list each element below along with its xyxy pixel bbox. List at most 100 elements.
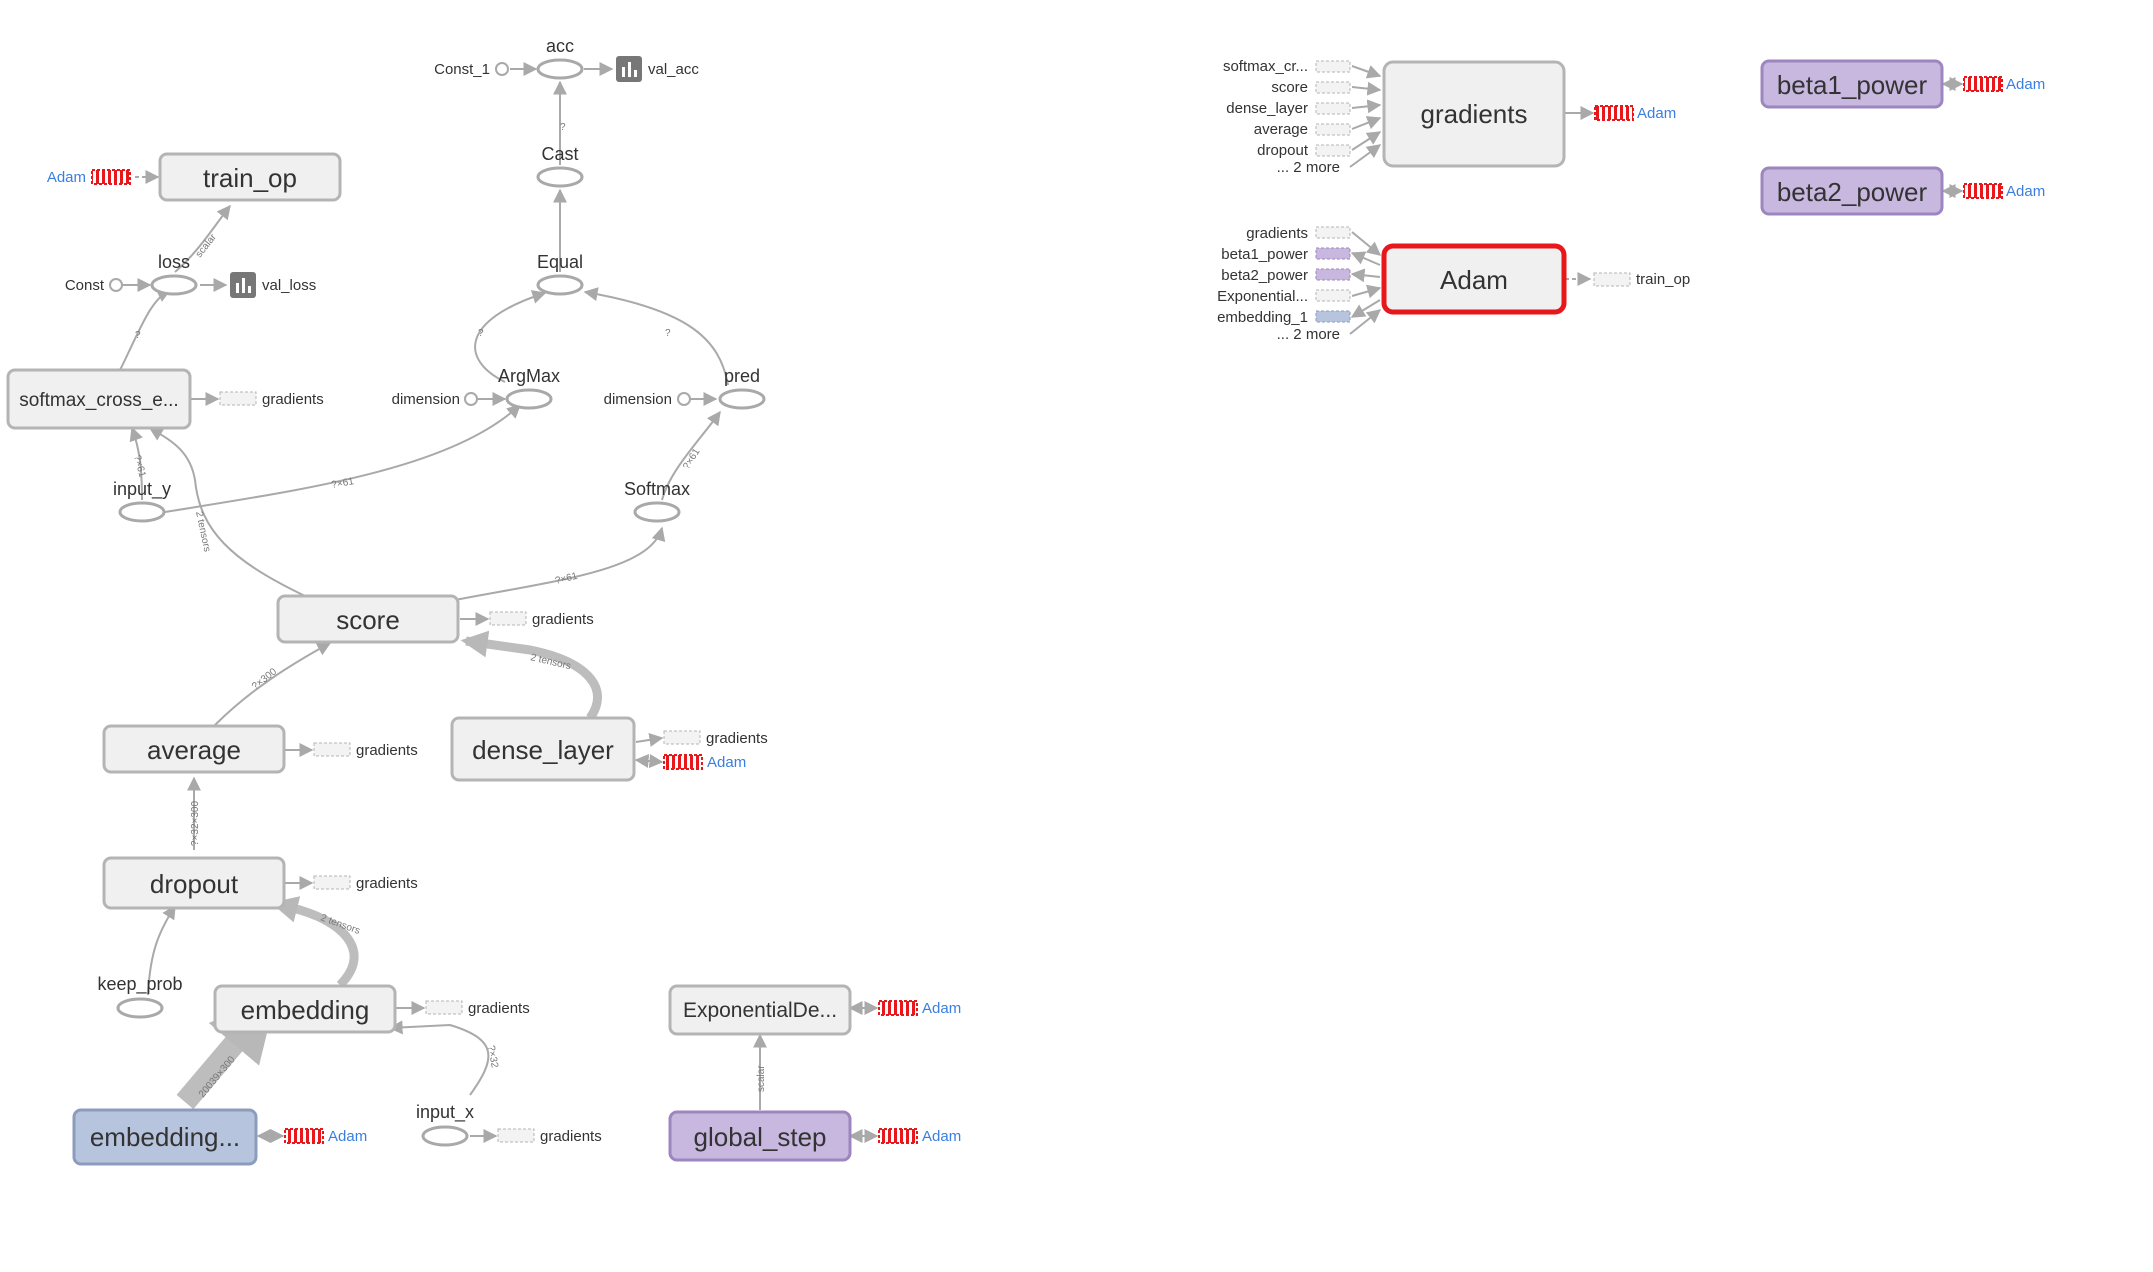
node-score[interactable]: score [276, 594, 460, 644]
adam-input-0[interactable]: gradients [1246, 225, 1308, 242]
edge-label-19x61: ?×61 [131, 454, 148, 479]
op-const-shape[interactable] [109, 278, 123, 292]
node-exponential-decay[interactable]: ExponentialDe... [668, 984, 852, 1036]
adam-input-3[interactable]: Exponential... [1217, 288, 1308, 305]
edge-label-scalar-global: scalar [756, 1065, 767, 1092]
edge-softmax-to-pred [661, 410, 721, 501]
node-score-label: score [336, 605, 400, 635]
node-global-step-label: global_step [694, 1122, 827, 1152]
node-beta2-label: beta2_power [1777, 177, 1928, 207]
aux-adam-dense[interactable]: Adam [707, 754, 746, 771]
aux-adam-trainop[interactable]: Adam [47, 169, 86, 186]
node-beta2-power[interactable]: beta2_power [1760, 166, 1944, 216]
op-const-1-shape[interactable] [495, 62, 509, 76]
edge-label-7x61-score: ?×61 [554, 571, 579, 587]
aux-adam-beta2[interactable]: Adam [2006, 183, 2045, 200]
edge-label-7x300: ?×300 [250, 666, 279, 692]
aux-adam-gradients[interactable]: Adam [1637, 105, 1676, 122]
op-loss-label: loss [158, 252, 190, 272]
edge-embedding-to-dropout [270, 896, 359, 989]
op-dimension-a-shape[interactable] [464, 392, 478, 406]
aux-gradients-average[interactable]: gradients [356, 742, 418, 759]
aux-gradients-sce[interactable]: gradients [262, 391, 324, 408]
node-average[interactable]: average [102, 724, 286, 774]
node-embedding-variable[interactable]: embedding... [72, 1108, 258, 1166]
group-nodes: train_op softmax_cross_e... score averag… [6, 59, 1944, 1166]
node-gradients[interactable]: gradients [1382, 60, 1566, 168]
adam-input-more[interactable]: ... 2 more [1277, 326, 1340, 343]
gradients-input-3[interactable]: average [1254, 121, 1308, 138]
adam-inputs: gradients beta1_power beta2_power Expone… [1217, 225, 1351, 343]
aux-adam-exponential[interactable]: Adam [922, 1000, 961, 1017]
aux-gradients-score[interactable]: gradients [532, 611, 594, 628]
aux-adam-embedding[interactable]: Adam [328, 1128, 367, 1145]
node-gradients-label: gradients [1421, 99, 1528, 129]
aux-stubs: gradients gradients gradients gradients … [47, 76, 2045, 1145]
edge-pred-to-equal [583, 287, 729, 386]
op-nodes [109, 58, 766, 1147]
gradients-input-0[interactable]: softmax_cr... [1223, 58, 1308, 75]
node-dense-layer[interactable]: dense_layer [450, 716, 636, 782]
adam-input-4[interactable]: embedding_1 [1217, 309, 1308, 326]
edge-label-small-b: ? [478, 328, 484, 339]
edge-label-7x32x300: ?×32×300 [190, 801, 201, 846]
node-embedding-label: embedding [241, 995, 370, 1025]
edge-loss-to-trainop [174, 204, 231, 273]
op-loss-shape[interactable] [150, 274, 198, 296]
op-argmax-label: ArgMax [498, 366, 560, 386]
node-embedding[interactable]: embedding [213, 984, 397, 1034]
node-exponential-label: ExponentialDe... [683, 999, 837, 1022]
aux-gradients-embedding[interactable]: gradients [468, 1000, 530, 1017]
gradients-input-2[interactable]: dense_layer [1226, 100, 1308, 117]
gradients-input-4[interactable]: dropout [1257, 142, 1309, 159]
op-dimension-b-shape[interactable] [677, 392, 691, 406]
edge-sce-to-loss [119, 289, 172, 371]
op-cast-shape[interactable] [536, 166, 584, 188]
gradients-input-1[interactable]: score [1271, 79, 1308, 96]
aux-gradients-dense[interactable]: gradients [706, 730, 768, 747]
node-beta1-power[interactable]: beta1_power [1760, 59, 1944, 109]
edge-label-7x32: ?×32 [485, 1045, 500, 1070]
edge-score-to-sce [148, 427, 306, 597]
edge-dense-to-score [460, 630, 602, 721]
adam-input-2[interactable]: beta2_power [1221, 267, 1308, 284]
op-input-x-shape[interactable] [421, 1125, 469, 1147]
node-softmax-cross-entropy[interactable]: softmax_cross_e... [6, 368, 192, 430]
adam-input-1[interactable]: beta1_power [1221, 246, 1308, 263]
op-keep-prob-shape[interactable] [116, 997, 164, 1019]
summary-val-loss-icon[interactable] [230, 272, 256, 298]
node-average-label: average [147, 735, 241, 765]
gradients-inputs: softmax_cr... score dense_layer average … [1223, 58, 1351, 176]
aux-adam-beta1[interactable]: Adam [2006, 76, 2045, 93]
op-dimension-a-label: dimension [392, 391, 460, 408]
summary-val-acc-icon[interactable] [616, 56, 642, 82]
op-input-y-label: input_y [113, 479, 171, 500]
op-const-label: Const [65, 277, 105, 294]
node-dropout[interactable]: dropout [102, 856, 286, 910]
edge-label-small-c: ? [665, 328, 671, 339]
aux-gradients-inputx[interactable]: gradients [540, 1128, 602, 1145]
op-pred-shape[interactable] [718, 388, 766, 410]
aux-gradients-dropout[interactable]: gradients [356, 875, 418, 892]
op-val-acc-label: val_acc [648, 61, 699, 78]
edge-label-scalar-train: scalar [194, 232, 220, 260]
op-softmax-shape[interactable] [633, 501, 681, 523]
edge-average-to-score [214, 642, 332, 726]
node-adam-selected[interactable]: Adam [1381, 243, 1567, 315]
edge-inputy-to-sce [129, 426, 143, 501]
aux-trainop-adam[interactable]: train_op [1636, 271, 1690, 288]
aux-adam-globalstep[interactable]: Adam [922, 1128, 961, 1145]
op-dimension-b-label: dimension [604, 391, 672, 408]
node-global-step[interactable]: global_step [668, 1110, 852, 1162]
op-equal-label: Equal [537, 252, 583, 272]
op-input-y-shape[interactable] [118, 501, 166, 523]
node-train-op[interactable]: train_op [158, 152, 342, 202]
edge-argmax-to-equal [474, 290, 547, 383]
op-argmax-shape[interactable] [505, 388, 553, 410]
gradients-input-more[interactable]: ... 2 more [1277, 159, 1340, 176]
edge-label-7x61-argmax: ?×61 [331, 476, 356, 491]
op-acc-shape[interactable] [536, 58, 584, 80]
op-cast-label: Cast [541, 144, 578, 164]
op-equal-shape[interactable] [536, 274, 584, 296]
